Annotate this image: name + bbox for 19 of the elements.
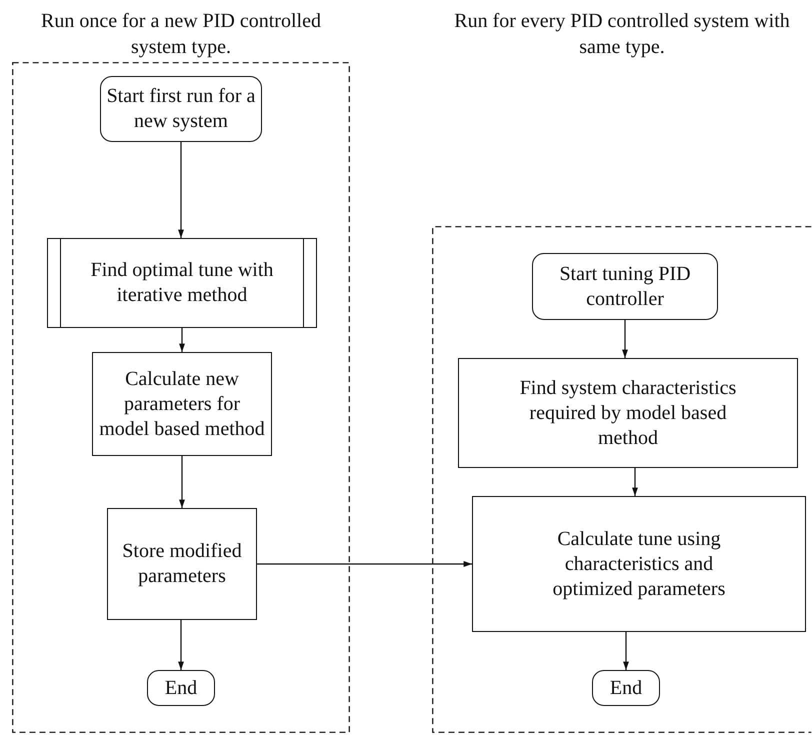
terminal-box: Start tuning PID controller [532,253,718,320]
arrow [622,320,628,358]
arrow [179,456,185,508]
process-box: Calculate tune using characteristics and optimized parameters [472,496,806,632]
arrow [623,632,629,670]
arrow [178,142,184,238]
process-box: Store modified parameters [107,508,257,620]
process-box: Calculate new parameters for model based method [92,352,272,456]
arrow [632,468,638,496]
process-box: Find system characteristics required by model based method [458,358,798,468]
arrow [257,561,472,567]
subprocess-box: Find optimal tune with iterative method [47,238,317,328]
terminal-box: Start first run for a new system [100,76,262,142]
terminal-box: End [147,670,215,706]
terminal-box: End [592,670,660,706]
arrow [178,620,184,670]
arrow [179,328,185,352]
group-heading: Run once for a new PID controlled system type. [40,9,322,60]
column-heading: Run for every PID controlled system with same type. [453,9,791,60]
